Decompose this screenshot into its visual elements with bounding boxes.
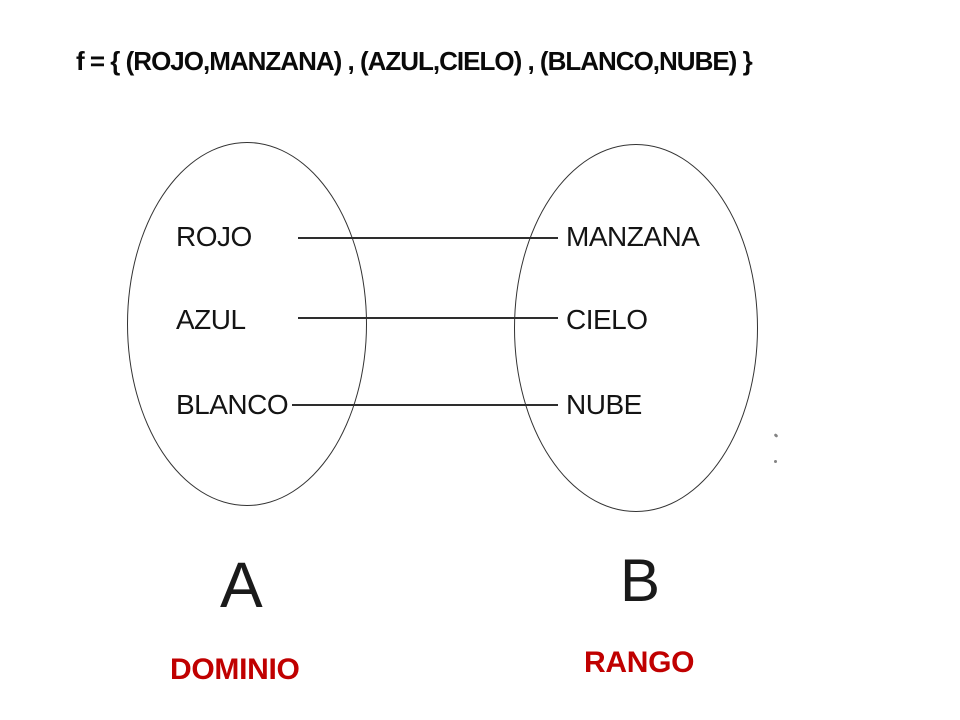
artifact-speck [773, 433, 779, 438]
dominio-caption: DOMINIO [170, 653, 300, 686]
set-b-ellipse [514, 144, 758, 512]
set-b-item-nube: NUBE [566, 389, 642, 420]
set-b-label: B [620, 547, 661, 614]
set-a-item-azul: AZUL [176, 304, 246, 335]
artifact-speck [774, 460, 777, 463]
mapping-line-blanco-nube [292, 404, 558, 406]
rango-caption: RANGO [584, 646, 695, 679]
set-a-label: A [220, 549, 263, 621]
mapping-line-rojo-manzana [298, 237, 558, 239]
set-b-item-manzana: MANZANA [566, 221, 700, 252]
set-b-item-cielo: CIELO [566, 304, 648, 335]
set-a-item-rojo: ROJO [176, 221, 252, 252]
function-definition-text: f = { (ROJO,MANZANA) , (AZUL,CIELO) , (B… [76, 46, 753, 76]
set-a-ellipse [127, 142, 367, 506]
set-a-item-blanco: BLANCO [176, 389, 289, 420]
mapping-line-azul-cielo [298, 317, 558, 319]
